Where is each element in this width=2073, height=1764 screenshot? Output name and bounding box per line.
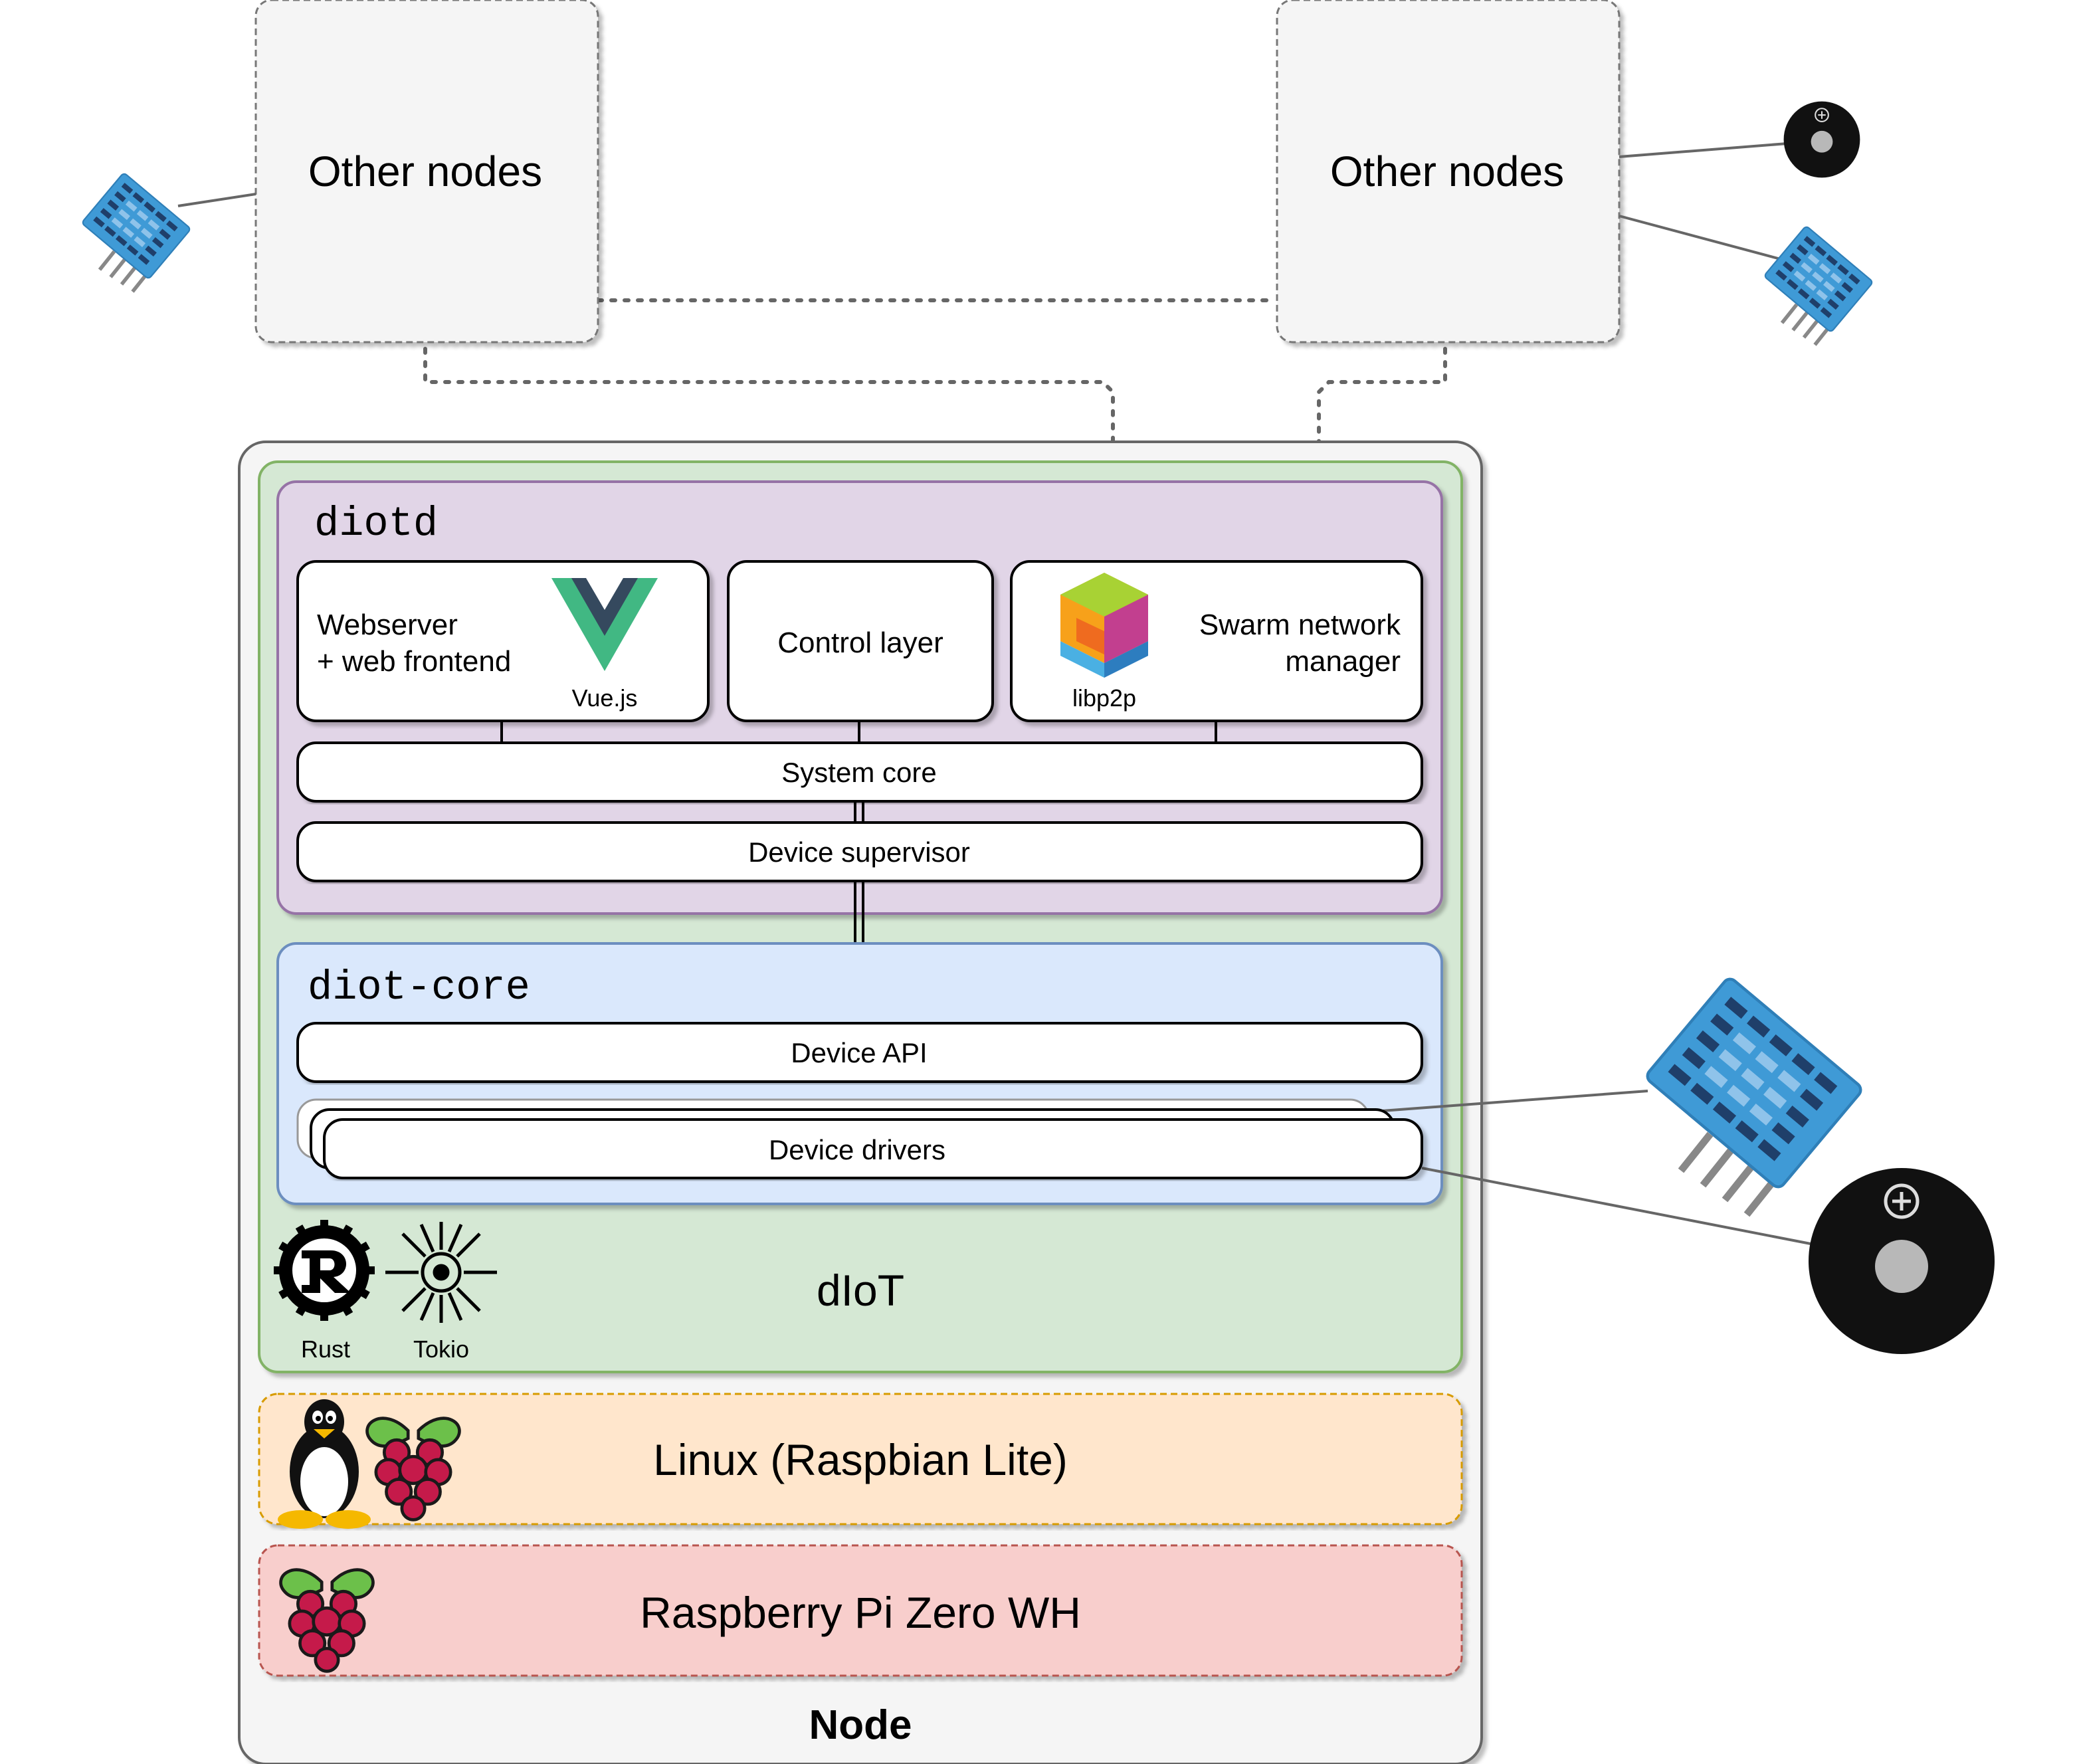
other-nodes-left-label: Other nodes (308, 147, 542, 195)
link-right-sensor (1619, 215, 1781, 260)
link-driver-buzzer (1421, 1167, 1811, 1245)
linux-layer: Linux (Raspbian Lite) (258, 1393, 1463, 1525)
control-layer-label: Control layer (777, 627, 943, 659)
node-label: Node (809, 1702, 912, 1748)
libp2p-label: libp2p (1072, 684, 1136, 712)
buzzer-icon (1809, 1168, 1995, 1354)
link-driver-sensor (1381, 1090, 1648, 1112)
swarm-label-line1: Swarm network (1199, 609, 1401, 641)
system-core-bar: System core (296, 741, 1423, 803)
system-core-label: System core (781, 757, 936, 788)
device-supervisor-label: Device supervisor (748, 836, 970, 868)
vue-logo-icon (551, 578, 658, 671)
webserver-label-line2: + web frontend (317, 645, 511, 678)
device-drivers-stack: Device drivers (296, 1098, 1423, 1179)
diot-title: dIoT (817, 1266, 904, 1315)
control-layer-box: Control layer (727, 560, 994, 722)
other-nodes-right: Other nodes (1276, 0, 1621, 343)
dht-sensor-icon (1764, 226, 1874, 345)
tux-icon (278, 1399, 371, 1529)
link-left-sensor (177, 193, 256, 207)
rust-logo-icon (274, 1220, 375, 1321)
rust-label: Rust (301, 1335, 350, 1363)
link-right-buzzer (1619, 142, 1788, 158)
buzzer-icon (1783, 100, 1861, 179)
diotd-title: diotd (314, 500, 438, 547)
network-links (423, 298, 1447, 560)
dht-sensor-icon (82, 173, 191, 292)
swarm-label-line2: manager (1285, 645, 1401, 678)
webserver-box: Webserver + web frontend Vue.js (296, 560, 710, 722)
other-nodes-right-label: Other nodes (1330, 147, 1564, 195)
tokio-logo-icon (385, 1222, 497, 1323)
hardware-label: Raspberry Pi Zero WH (640, 1588, 1081, 1637)
device-api-label: Device API (791, 1037, 927, 1068)
device-supervisor-bar: Device supervisor (296, 821, 1423, 882)
vue-label: Vue.js (572, 684, 638, 712)
device-api-bar: Device API (296, 1022, 1423, 1083)
diot-core-title: diot-core (308, 964, 530, 1011)
hardware-layer: Raspberry Pi Zero WH (258, 1544, 1463, 1677)
linux-label: Linux (Raspbian Lite) (653, 1435, 1068, 1484)
tokio-label: Tokio (413, 1335, 469, 1363)
swarm-manager-box: Swarm network manager libp2p (1010, 560, 1423, 722)
other-nodes-left: Other nodes (254, 0, 599, 343)
webserver-label-line1: Webserver (317, 609, 458, 641)
libp2p-logo-icon (1060, 573, 1148, 678)
dht-sensor-icon (1644, 976, 1864, 1215)
device-drivers-label: Device drivers (769, 1134, 945, 1165)
